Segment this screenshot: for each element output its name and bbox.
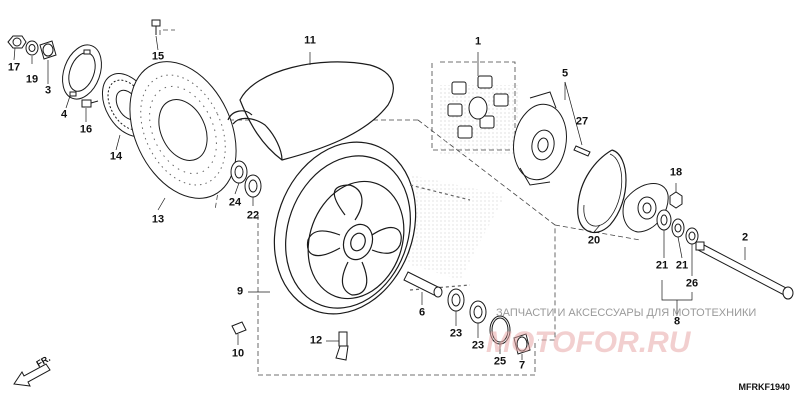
part-label-damper-holder: 1 <box>474 35 482 48</box>
part-label-radial-bearing-left: 24 <box>228 196 242 209</box>
part-label-distance-collar: 6 <box>418 306 426 319</box>
part-label-disc-bolt: 15 <box>151 50 165 63</box>
part-label-rear-axle: 2 <box>741 231 749 244</box>
washer-drawing <box>25 40 39 56</box>
speedo-gear-drawing <box>62 44 102 100</box>
part-label-washer: 19 <box>25 73 39 86</box>
part-label-valve-stem: 12 <box>309 334 323 347</box>
right-bearings-drawing <box>447 288 487 324</box>
part-label-speedometer-gear: 4 <box>60 108 68 121</box>
catalog-code: MFRKF1940 <box>738 382 790 392</box>
part-label-collar: 3 <box>44 84 52 97</box>
driven-flange-drawing <box>513 91 567 186</box>
disc-bolt-drawing <box>151 19 161 35</box>
side-collar-drawing <box>513 333 531 355</box>
watermark-tagline: ЗАПЧАСТИ И АКСЕССУАРЫ ДЛЯ МОТОТЕХНИКИ <box>496 307 757 319</box>
part-label-bearing-a: 21 <box>655 259 669 272</box>
part-label-rear-wheel: 9 <box>236 285 244 298</box>
watermark-logo: MOTOFOR.RU <box>486 326 692 359</box>
axle-nut-drawing <box>7 35 27 49</box>
collar-drawing <box>39 40 57 60</box>
shade-area-hub <box>395 175 505 280</box>
part-label-brake-disc: 13 <box>151 213 165 226</box>
part-label-pulser-bolt: 16 <box>79 123 93 136</box>
part-label-sprocket-nut: 18 <box>669 166 683 179</box>
stud-drawing <box>573 145 591 157</box>
part-label-balance-weight: 10 <box>231 347 245 360</box>
part-label-stud-bolt: 27 <box>575 115 589 128</box>
tire-drawing <box>227 61 394 161</box>
part-label-axle-nut: 17 <box>7 61 21 74</box>
pulser-bolt-drawing <box>81 99 99 108</box>
brake-disc-drawing <box>129 61 237 199</box>
part-label-side-collar: 7 <box>518 359 526 372</box>
wheel-drawing <box>273 141 471 315</box>
damper-drawing <box>447 75 509 139</box>
distance-collar-drawing <box>403 271 443 298</box>
part-label-driven-flange: 5 <box>561 67 569 80</box>
sprocket-nut-drawing <box>669 191 683 209</box>
part-label-pulser-ring: 14 <box>109 150 123 163</box>
snap-ring-drawing <box>577 149 627 234</box>
part-label-radial-bearing-a: 23 <box>449 327 463 340</box>
part-label-rear-tire: 11 <box>304 34 316 47</box>
part-label-dust-seal-left: 22 <box>246 209 260 222</box>
part-label-bearing-b: 21 <box>675 259 689 272</box>
svg-text:MOTOFOR.RU: MOTOFOR.RU <box>486 326 692 359</box>
left-bearing-drawing <box>230 160 262 198</box>
part-label-snap-ring: 20 <box>587 234 601 247</box>
leader-lines <box>13 35 746 360</box>
part-label-o-ring: 25 <box>493 355 507 368</box>
front-arrow-icon <box>13 363 51 387</box>
axle-drawing <box>695 241 794 300</box>
part-label-bearing-set: 8 <box>673 315 681 328</box>
part-label-oil-seal: 26 <box>685 277 699 290</box>
part-label-radial-bearing-b: 23 <box>471 339 485 352</box>
valve-drawing <box>335 331 349 361</box>
bearings-21-drawing <box>656 209 699 245</box>
balance-weight-drawing <box>231 321 247 335</box>
